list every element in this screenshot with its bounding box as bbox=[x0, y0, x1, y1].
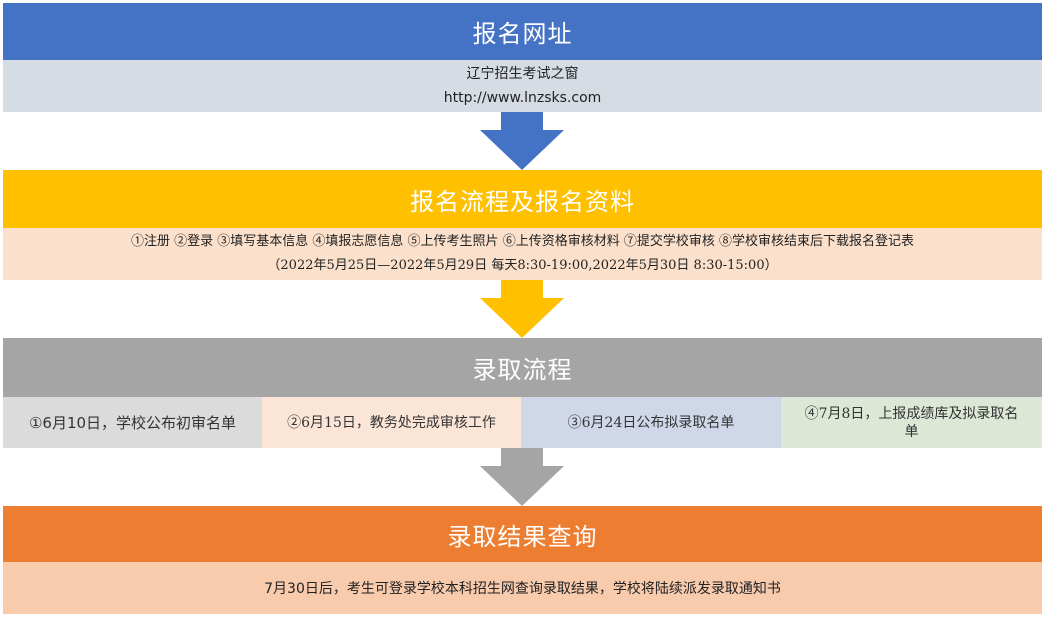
arrow-down-blue bbox=[480, 112, 564, 170]
section-body-result: 7月30日后，考生可登录学校本科招生网查询录取结果，学校将陆续派发录取通知书 bbox=[3, 562, 1042, 614]
arrow-down-gold bbox=[480, 280, 564, 338]
section-title-admission: 录取流程 bbox=[472, 356, 573, 384]
section-header-url: 报名网址 bbox=[3, 3, 1042, 60]
section-title-registration: 报名流程及报名资料 bbox=[410, 187, 635, 216]
result-text: 7月30日后，考生可登录学校本科招生网查询录取结果，学校将陆续派发录取通知书 bbox=[264, 581, 781, 597]
section-title-url: 报名网址 bbox=[472, 20, 573, 48]
section-header-result: 录取结果查询 bbox=[3, 506, 1042, 562]
site-url: http://www.lnzsks.com bbox=[443, 90, 602, 106]
section-body-registration: ①注册 ②登录 ③填写基本信息 ④填报志愿信息 ⑤上传考生照片 ⑥上传资格审核材… bbox=[3, 228, 1042, 280]
section-header-registration: 报名流程及报名资料 bbox=[3, 170, 1042, 228]
registration-dates: （2022年5月25日—2022年5月29日 每天8:30-19:00,2022… bbox=[267, 258, 778, 273]
section-body-url: 辽宁招生考试之窗 http://www.lnzsks.com bbox=[3, 60, 1042, 112]
section-title-result: 录取结果查询 bbox=[447, 522, 598, 551]
site-name: 辽宁招生考试之窗 bbox=[466, 66, 579, 82]
admission-step-1: ①6月10日，学校公布初审名单 bbox=[3, 397, 262, 448]
section-header-admission: 录取流程 bbox=[3, 338, 1042, 397]
admission-step-4: ④7月8日，上报成绩库及拟录取名单 bbox=[781, 397, 1042, 448]
arrow-down-gray bbox=[480, 448, 564, 506]
registration-steps: ①注册 ②登录 ③填写基本信息 ④填报志愿信息 ⑤上传考生照片 ⑥上传资格审核材… bbox=[131, 234, 914, 249]
admission-step-2: ②6月15日，教务处完成审核工作 bbox=[262, 397, 521, 448]
admission-step-3: ③6月24日公布拟录取名单 bbox=[521, 397, 781, 448]
